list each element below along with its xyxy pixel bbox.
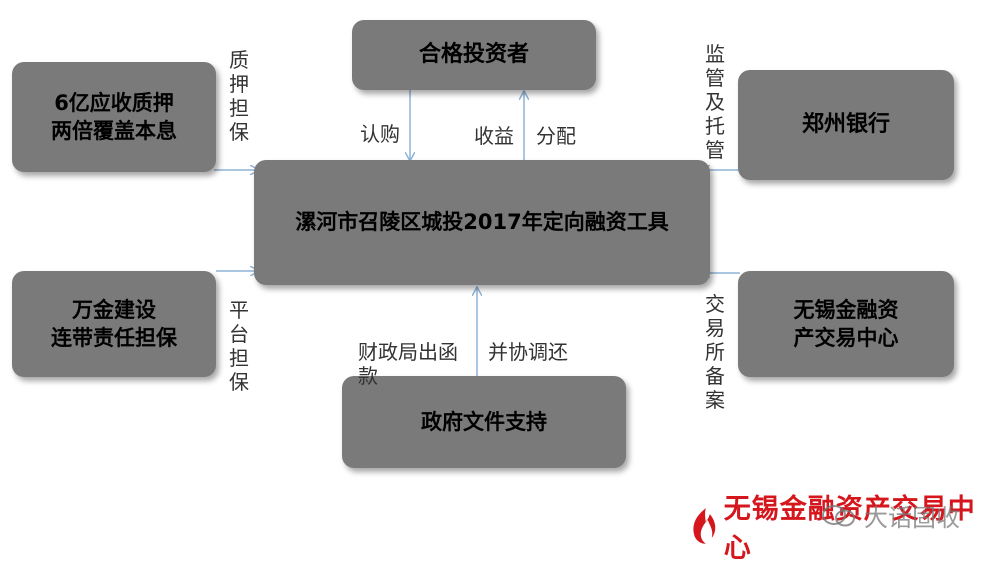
finance-letter-label: 财政局出函款 — [358, 340, 458, 388]
watermark: 大话固收 — [822, 498, 960, 533]
subscribe-label: 认购 — [360, 122, 400, 146]
exchange-box: 无锡金融资 产交易中心 — [738, 271, 954, 377]
income-label: 收益 — [474, 124, 514, 148]
supervision-label: 监管及托管 — [705, 42, 725, 162]
watermark-text: 大话固收 — [864, 504, 960, 532]
bank-box: 郑州银行 — [738, 70, 954, 180]
investor-box: 合格投资者 — [352, 20, 596, 90]
pledge-box: 6亿应收质押 两倍覆盖本息 — [12, 62, 216, 172]
government-label: 政府文件支持 — [421, 409, 547, 434]
platform-guarantee-label: 平台担保 — [229, 298, 249, 394]
center-box: 漯河市召陵区城投2017年定向融资工具 — [254, 160, 710, 285]
government-box: 政府文件支持 — [342, 376, 626, 468]
pledge-guarantee-label: 质押担保 — [229, 48, 249, 144]
exchange-label: 无锡金融资 产交易中心 — [793, 297, 899, 350]
investor-label: 合格投资者 — [418, 42, 529, 68]
flame-logo-icon — [693, 508, 716, 544]
guarantee-box: 万金建设 连带责任担保 — [12, 271, 216, 377]
distribute-label: 分配 — [536, 124, 576, 148]
bank-label: 郑州银行 — [801, 112, 890, 138]
exchange-filing-label: 交易所备案 — [705, 292, 725, 412]
coordinate-repay-label: 并协调还 — [488, 340, 568, 364]
center-label: 漯河市召陵区城投2017年定向融资工具 — [295, 210, 669, 235]
pledge-label: 6亿应收质押 两倍覆盖本息 — [51, 90, 177, 143]
wechat-icon — [822, 504, 855, 526]
guarantee-label: 万金建设 连带责任担保 — [51, 297, 177, 350]
